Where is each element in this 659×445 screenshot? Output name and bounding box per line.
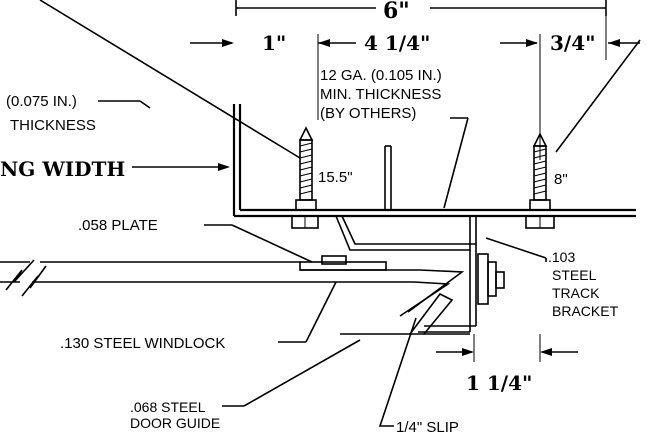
steel-angle xyxy=(232,104,636,218)
bolt-left-icon: 15.5" xyxy=(291,126,353,229)
plate: .058 PLATE xyxy=(78,217,387,271)
dimension-middle: 4 1/4" xyxy=(364,31,430,55)
gauge12-line1: 12 GA. (0.105 IN.) xyxy=(320,67,442,84)
slip-label: 1/4" SLIP xyxy=(396,419,459,436)
dimension-right: 3/4" xyxy=(550,31,596,55)
bolt-right-icon: 8" xyxy=(525,132,568,229)
left-thickness-line2: THICKNESS xyxy=(10,117,96,134)
door-guide-line1: .068 STEEL xyxy=(130,399,206,415)
door-guide: .068 STEEL DOOR GUIDE xyxy=(130,292,470,431)
track-bracket xyxy=(335,215,505,333)
bolt-left-label: 15.5" xyxy=(318,169,353,186)
door-guide-line2: DOOR GUIDE xyxy=(130,415,220,431)
left-thickness-line1: (0.075 IN.) xyxy=(6,93,77,110)
door-panel xyxy=(0,259,300,297)
slip: 1/4" SLIP xyxy=(378,317,459,436)
bracket-line1: .103 xyxy=(548,249,575,265)
bracket-line2: STEEL xyxy=(552,267,597,283)
bolt-right-label: 8" xyxy=(554,171,568,188)
leader-bolt-right xyxy=(555,39,641,153)
sub-dimensions: 1" 4 1/4" 3/4" xyxy=(190,16,640,160)
gauge12-line3: (BY OTHERS) xyxy=(320,105,416,122)
jamb-channel: 12 GA. (0.105 IN.) MIN. THICKNESS (BY OT… xyxy=(320,67,469,210)
dimension-overall: 6" xyxy=(383,0,410,24)
bottom-dimension: 1 1/4" xyxy=(436,334,578,395)
gauge12-line2: MIN. THICKNESS xyxy=(320,86,441,103)
bracket-line3: TRACK xyxy=(552,285,600,301)
leader-bolt-left xyxy=(39,0,301,159)
windlock-label: .130 STEEL WINDLOCK xyxy=(60,335,225,352)
dimension-bottom: 1 1/4" xyxy=(466,371,532,395)
plate-label: .058 PLATE xyxy=(78,217,158,234)
overall-dimension: 6" xyxy=(235,0,607,24)
width-label: NG WIDTH xyxy=(0,157,125,181)
dimension-left: 1" xyxy=(262,31,286,55)
bracket-line4: BRACKET xyxy=(552,303,619,319)
windlock: .130 STEEL WINDLOCK xyxy=(60,269,465,352)
